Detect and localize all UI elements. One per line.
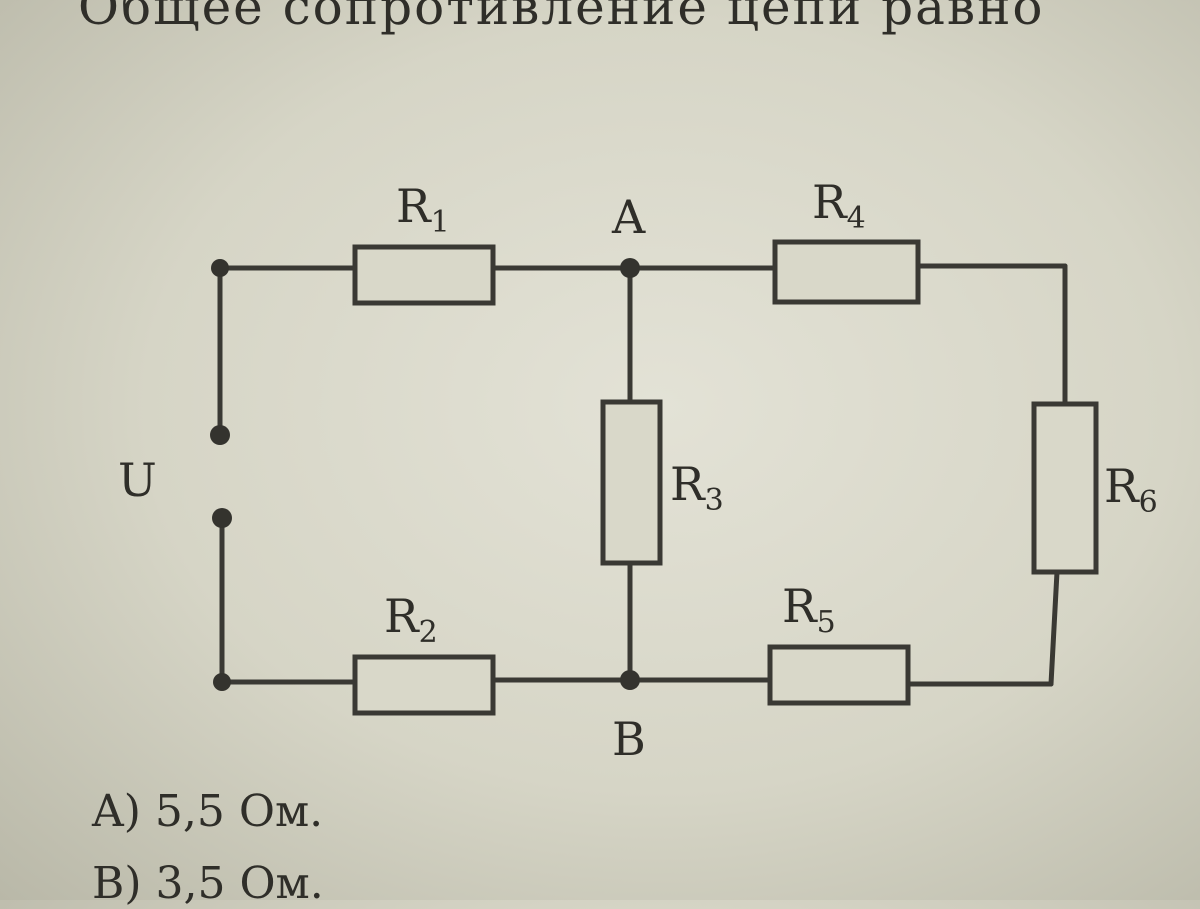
node-a-label: A [611, 190, 646, 244]
problem-header: Общее сопротивление цепи равно [78, 0, 1045, 36]
resistor-r5-label: R5 [782, 579, 836, 640]
terminal-minus [212, 508, 232, 528]
resistor-r4-label: R4 [812, 175, 866, 236]
node-a-dot [620, 258, 640, 278]
node-b-label: B [612, 712, 646, 766]
node-b-dot [620, 670, 640, 690]
resistor-r2 [352, 654, 496, 716]
answer-option-b[interactable]: B) 3,5 Ом. [92, 858, 324, 909]
resistor-r1-label: R1 [396, 179, 450, 240]
terminal-top-corner [211, 259, 229, 277]
resistor-r6 [1031, 401, 1099, 575]
resistor-r6-label: R6 [1104, 459, 1158, 520]
resistor-r2-label: R2 [384, 589, 438, 650]
resistor-r5 [767, 644, 911, 706]
wire-right-bottom [1048, 569, 1060, 687]
resistor-r1 [352, 244, 496, 306]
answer-option-a[interactable]: A) 5,5 Ом. [92, 786, 324, 837]
terminal-bottom-corner [213, 673, 231, 691]
resistor-r4 [772, 239, 921, 305]
terminal-plus [210, 425, 230, 445]
source-label: U [118, 453, 157, 507]
resistor-r3-label: R3 [670, 457, 724, 518]
resistor-r3 [600, 399, 663, 566]
